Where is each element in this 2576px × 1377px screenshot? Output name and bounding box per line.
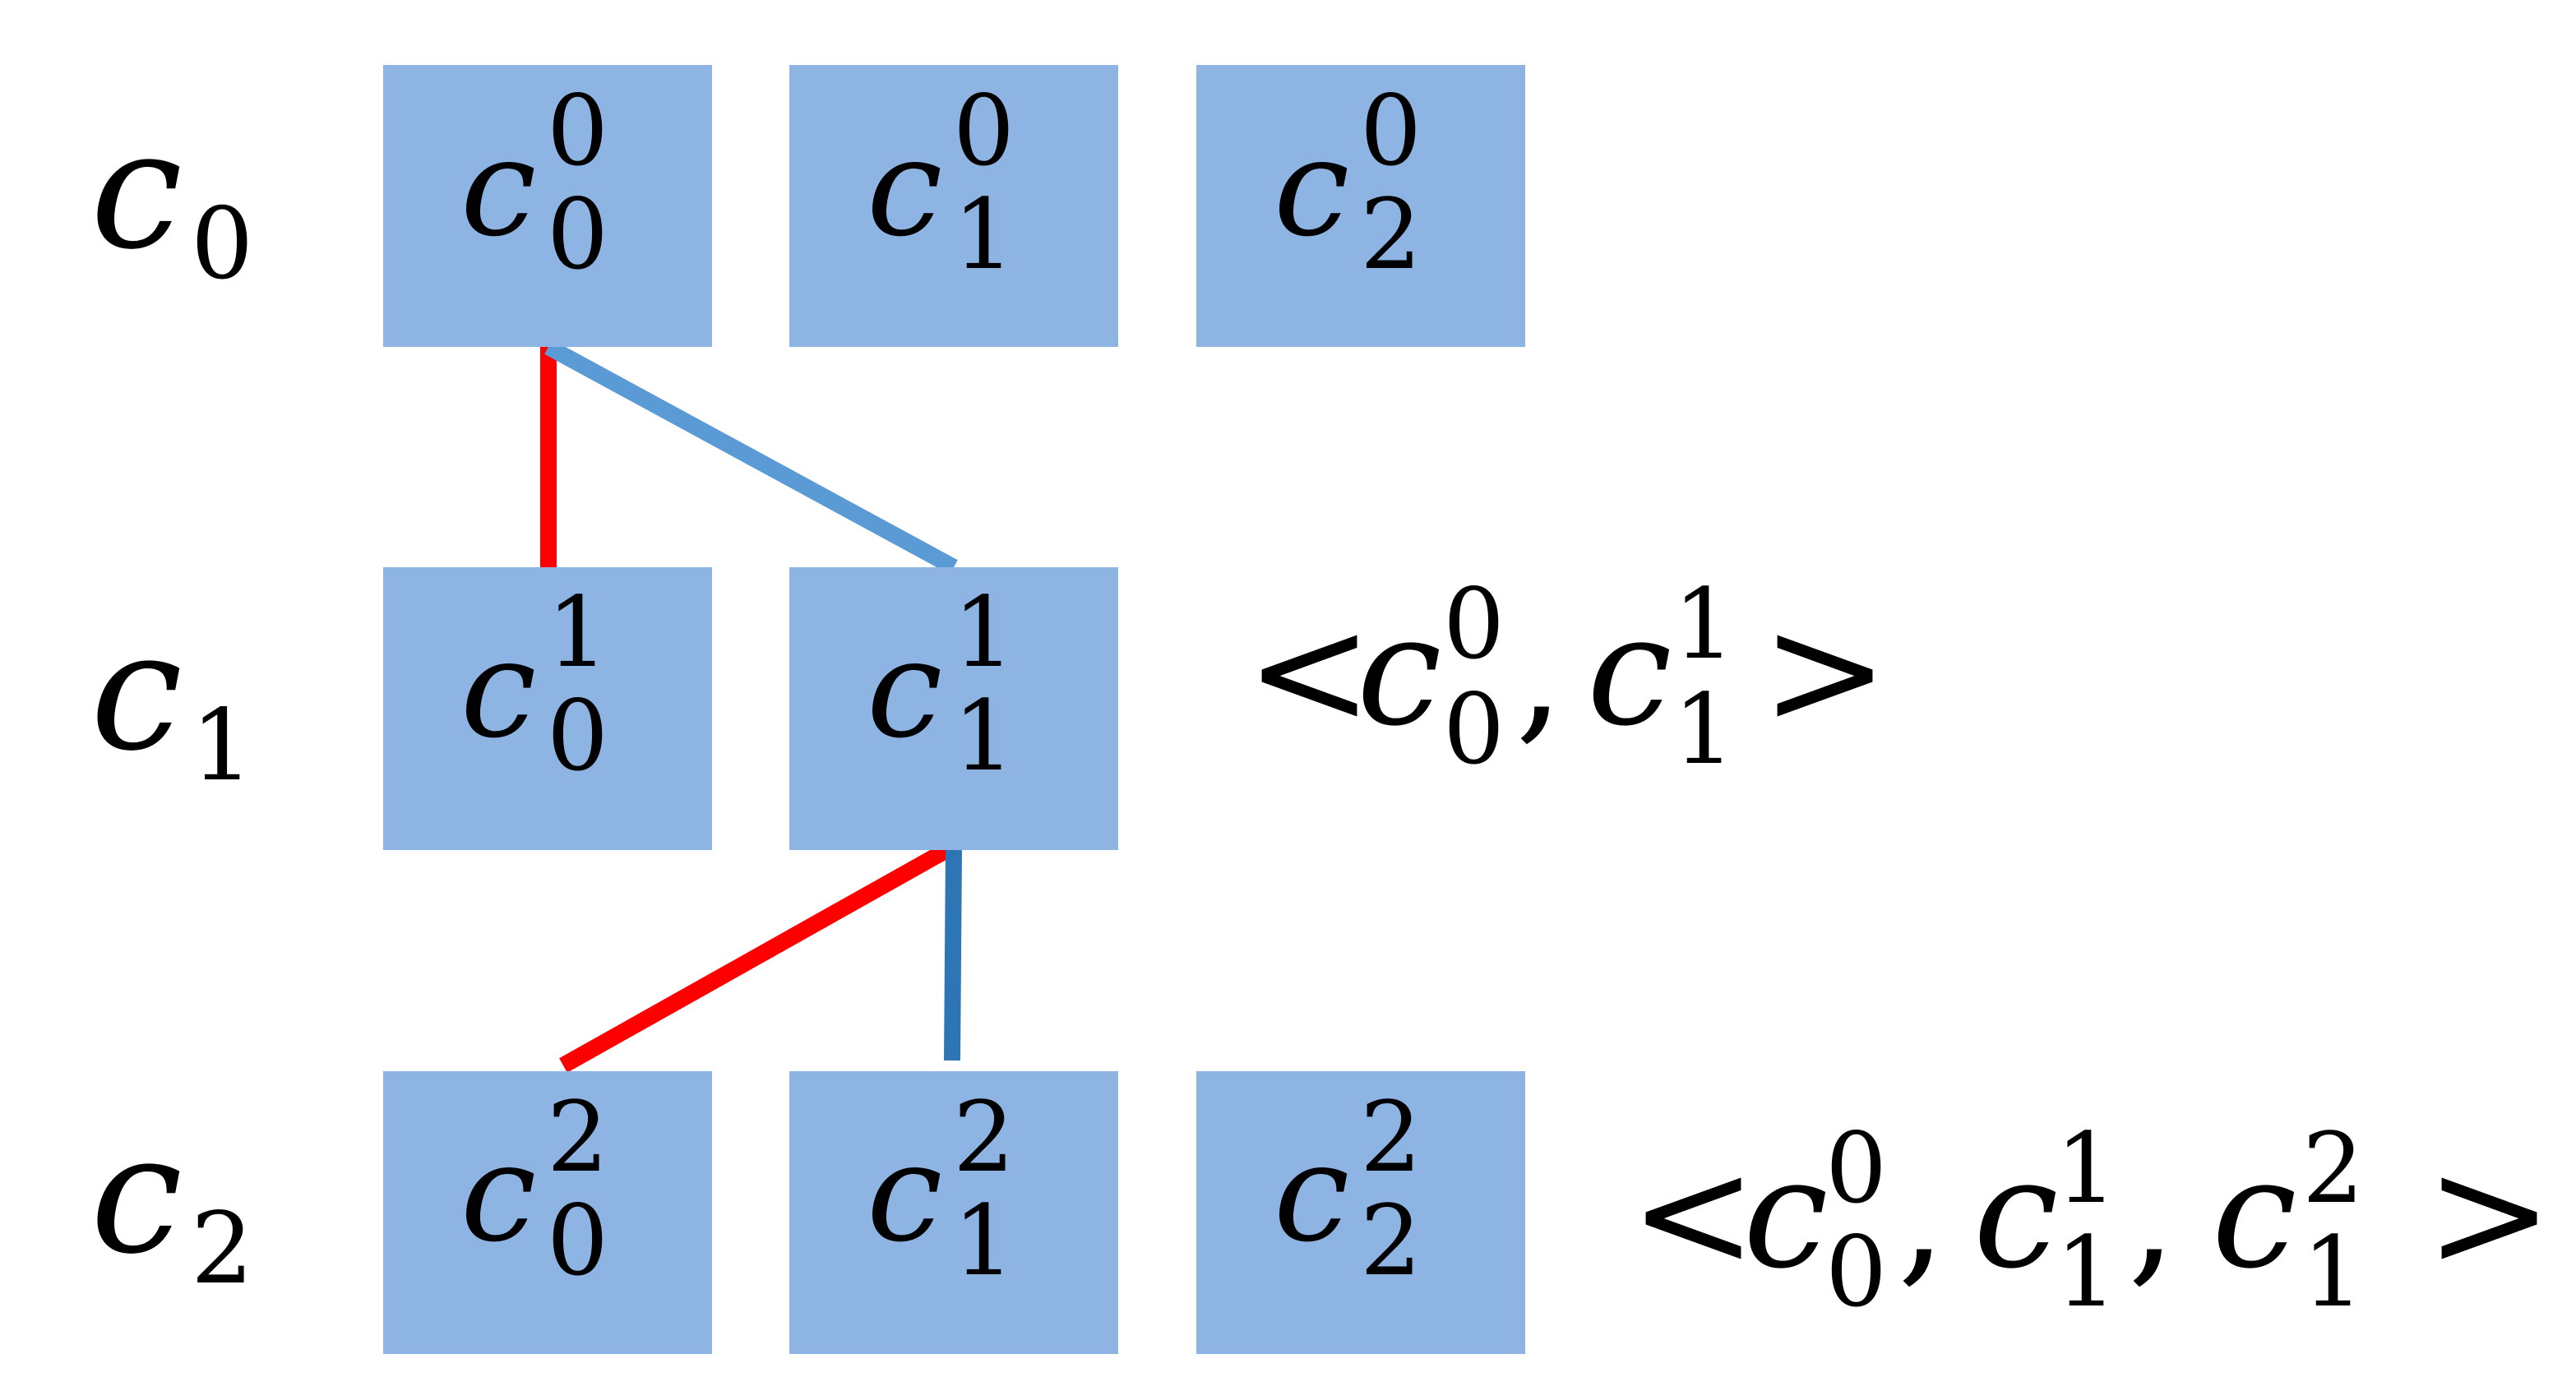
tuple-item-sup: 2 (2302, 1111, 2364, 1225)
tuple-open-bracket: < (1246, 582, 1373, 760)
row-label-sub: 2 (191, 1192, 253, 1306)
cell-base: c (460, 109, 536, 266)
tuple-item-sub: 0 (1825, 1215, 1887, 1328)
tuple-item-sup: 0 (1825, 1111, 1887, 1225)
cell-sup: 2 (1360, 1080, 1422, 1194)
row-label-c0: c 0 (90, 95, 253, 302)
row-label-sub: 0 (191, 187, 253, 302)
cell-c01: c 1 0 (383, 567, 712, 850)
tuple-item-sup: 1 (1673, 567, 1735, 681)
cell-sup: 1 (953, 575, 1015, 689)
cell-sup: 2 (953, 1080, 1015, 1194)
row-label-sub: 1 (191, 689, 253, 803)
tuple-close-bracket: > (1761, 582, 1889, 760)
cell-c11: c 1 1 (789, 567, 1118, 850)
cell-c20: c 0 2 (1196, 65, 1525, 347)
tuple-item-base: c (1973, 1125, 2059, 1302)
cell-c02: c 2 0 (383, 1071, 712, 1354)
cell-sub: 0 (547, 679, 608, 792)
edge-c11-c12-dark-blue (944, 849, 962, 1061)
cell-c22: c 2 2 (1196, 1071, 1525, 1354)
row-label-base: c (90, 596, 183, 788)
cell-base: c (867, 109, 942, 266)
tuple-item-base: c (1743, 1125, 1829, 1302)
cell-base: c (867, 1114, 942, 1272)
tuple-separator: , (2128, 1125, 2176, 1302)
tuple-item-sub: 1 (2302, 1215, 2364, 1328)
tuple-item-sub: 1 (2056, 1215, 2117, 1328)
cell-sub: 1 (953, 679, 1015, 792)
cell-sup: 1 (547, 575, 608, 689)
cell-base: c (460, 610, 536, 768)
row-label-base: c (90, 1099, 183, 1291)
tuple-open-bracket: < (1630, 1125, 1757, 1302)
cell-c00: c 0 0 (383, 65, 712, 347)
edge-c00-c11-light-blue (544, 340, 958, 575)
cell-sup: 0 (953, 74, 1015, 187)
tuple-separator: , (1898, 1125, 1946, 1302)
tuple-item-sub: 0 (1443, 672, 1505, 786)
cell-base: c (867, 610, 942, 768)
tuple-row-2: < c 0 0 , c 1 1 , c 2 1 > (1630, 1111, 2553, 1328)
cell-sup: 2 (547, 1080, 608, 1194)
tuple-item-base: c (1587, 582, 1672, 760)
cell-c12: c 2 1 (789, 1071, 1118, 1354)
cell-sup: 0 (547, 74, 608, 187)
cell-base: c (1274, 109, 1349, 266)
row-label-c2: c 2 (90, 1099, 253, 1306)
tuple-item-sub: 1 (1673, 672, 1735, 786)
cell-sub: 2 (1360, 178, 1422, 291)
tuple-row-1: < c 0 0 , c 1 1 > (1246, 567, 1889, 786)
tuple-item-sup: 0 (1443, 567, 1505, 681)
tuple-item-sup: 1 (2056, 1111, 2117, 1225)
edges (540, 340, 962, 1073)
cell-base: c (460, 1114, 536, 1272)
cell-sub: 2 (1360, 1184, 1422, 1297)
row-label-base: c (90, 95, 183, 286)
tuple-close-bracket: > (2426, 1125, 2553, 1302)
cell-sub: 0 (547, 178, 608, 291)
cell-sub: 0 (547, 1184, 608, 1297)
edge-c11-c02-red (559, 841, 954, 1073)
tuple-item-base: c (1357, 582, 1442, 760)
cell-sup: 0 (1360, 74, 1422, 187)
row-label-c1: c 1 (90, 596, 253, 803)
cell-sub: 1 (953, 178, 1015, 291)
cell-c10: c 0 1 (789, 65, 1118, 347)
tuple-separator: , (1515, 582, 1564, 760)
tuple-item-base: c (2212, 1125, 2297, 1302)
cell-base: c (1274, 1114, 1349, 1272)
cell-sub: 1 (953, 1184, 1015, 1297)
